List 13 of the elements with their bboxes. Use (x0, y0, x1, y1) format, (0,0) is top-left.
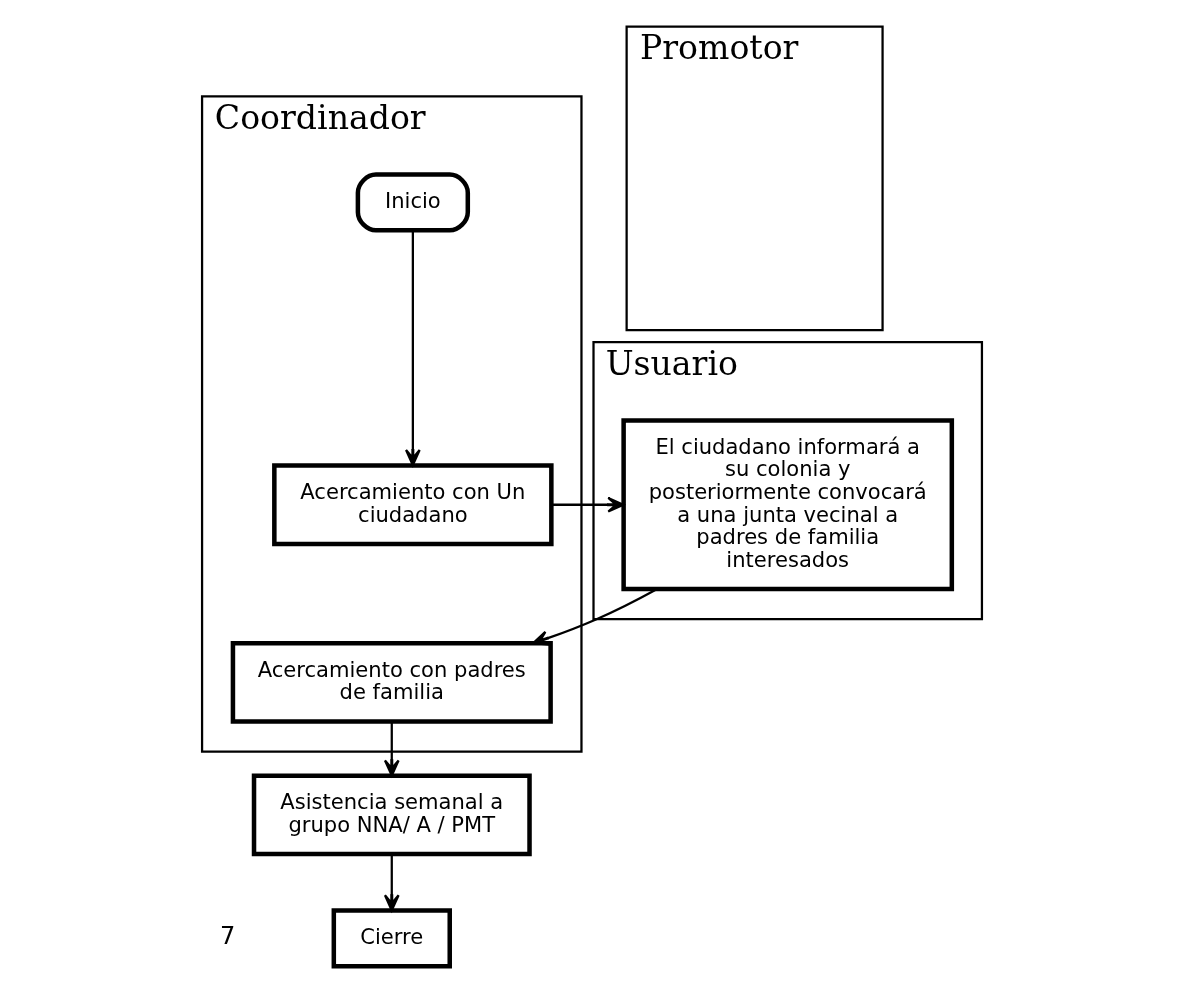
node-box: Cierre (331, 908, 452, 969)
node-box: Promotor (625, 25, 884, 332)
label: 7 (220, 922, 236, 951)
arrow (383, 722, 400, 777)
arrow (551, 496, 625, 513)
arrow (383, 854, 400, 912)
node-box: Inicio (355, 172, 471, 233)
node-box: Asistencia semanal a grupo NNA/ A / PMT (251, 773, 532, 857)
arrow (532, 588, 658, 646)
arrow (404, 230, 421, 467)
node-box: El ciudadano informará a su colonia y posteriormente convocará a una junta vecinal a padres de familia interesados (621, 418, 955, 592)
node-box: Acercamiento con padres de familia (230, 641, 553, 724)
node-box: Acercamiento con Un ciudadano (272, 463, 554, 547)
